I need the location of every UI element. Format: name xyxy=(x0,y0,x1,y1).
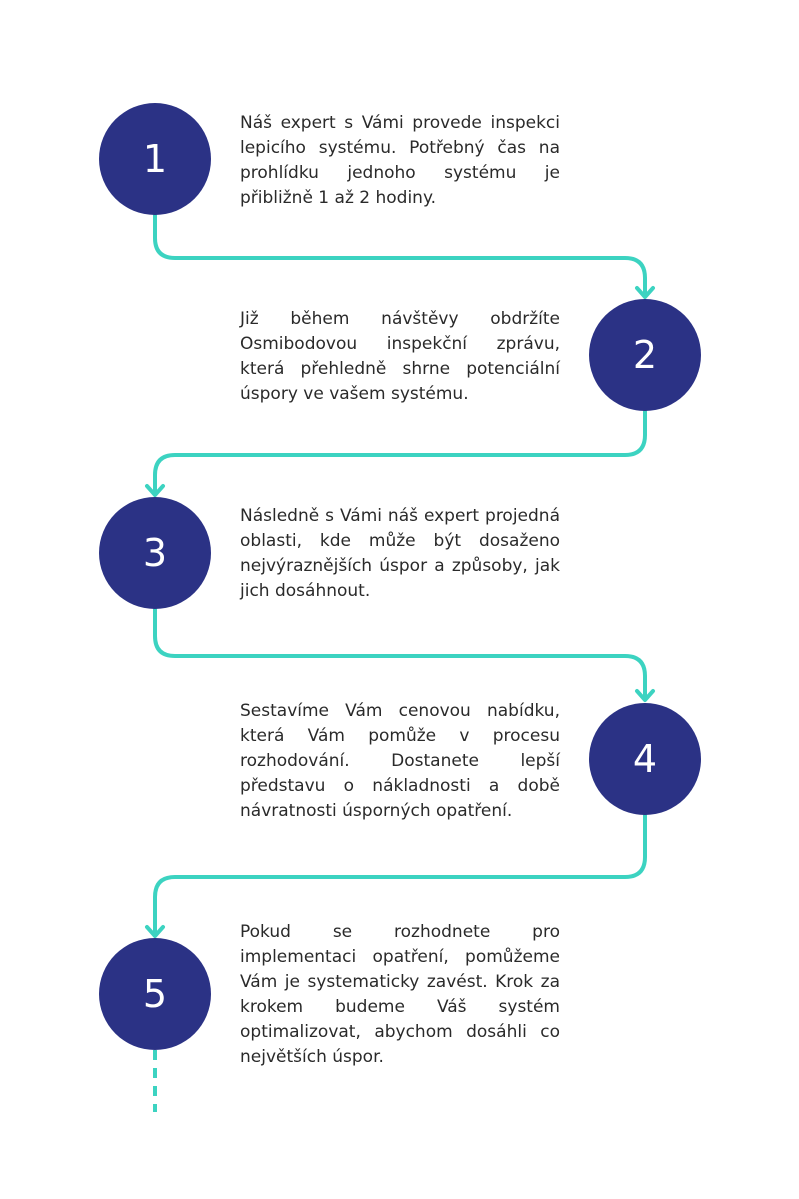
arrow-head-3 xyxy=(145,484,165,497)
step-3-number: 3 xyxy=(142,531,168,575)
arrow-head-5 xyxy=(145,925,165,938)
step-2-text: Již během návštěvy obdržíte Osmibodovou … xyxy=(240,309,560,404)
step-4-text: Sestavíme Vám cenovou nabídku, která Vám… xyxy=(240,701,560,821)
step-1-number: 1 xyxy=(142,137,168,181)
connector-3-4 xyxy=(153,606,647,701)
step-5-number: 5 xyxy=(142,972,168,1016)
step-1-text: Náš expert s Vámi provede inspekci lepic… xyxy=(240,113,560,208)
step-4-circle: 4 xyxy=(589,703,701,815)
connector-4-5 xyxy=(153,812,647,937)
step-5-text: Pokud se rozhodnete pro implementaci opa… xyxy=(240,922,560,1067)
step-3-text: Následně s Vámi náš expert projedná obla… xyxy=(240,506,560,601)
step-2-number: 2 xyxy=(632,333,658,377)
connector-2-3 xyxy=(153,408,647,496)
arrow-head-2 xyxy=(635,286,655,299)
step-1-circle: 1 xyxy=(99,103,211,215)
connector-1-2 xyxy=(153,212,647,298)
step-2-circle: 2 xyxy=(589,299,701,411)
arrow-head-4 xyxy=(635,689,655,702)
step-5-circle: 5 xyxy=(99,938,211,1050)
step-4-number: 4 xyxy=(632,737,658,781)
step-3-circle: 3 xyxy=(99,497,211,609)
